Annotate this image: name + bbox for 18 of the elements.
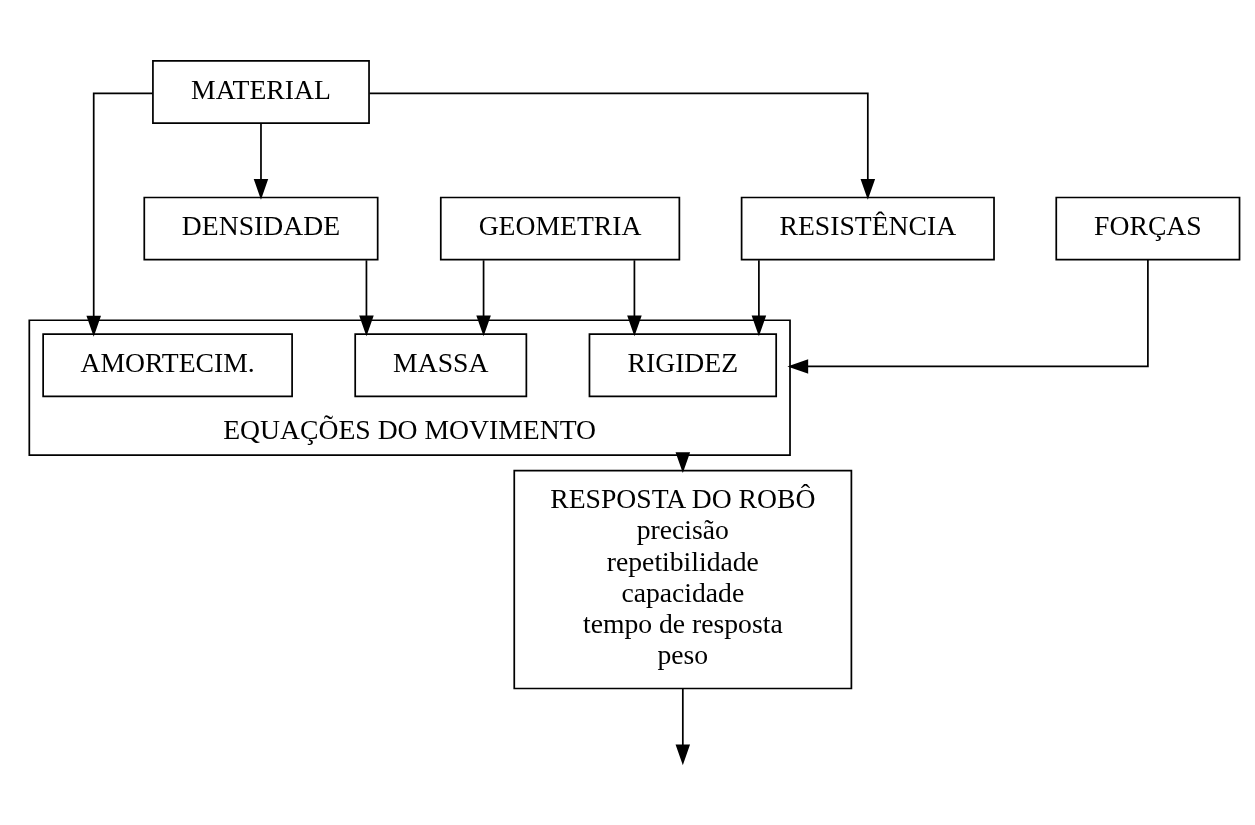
node-box: DENSIDADE	[143, 196, 379, 261]
node-box: FORÇAS	[1055, 196, 1241, 261]
arrow	[476, 259, 491, 337]
arrow	[751, 259, 767, 337]
node-box: RIGIDEZ	[588, 333, 778, 398]
arrow	[368, 92, 876, 200]
node-box: MASSA	[354, 333, 528, 398]
node-box: RESISTÊNCIA	[740, 196, 995, 261]
arrow	[253, 122, 269, 200]
node-box: AMORTECIM.	[42, 333, 293, 398]
node-box: GEOMETRIA	[439, 196, 681, 261]
arrow	[787, 259, 1149, 374]
arrow	[675, 687, 691, 766]
node-box: RESPOSTA DO ROBÔ precisão repetibilidade capacidade tempo de resposta peso	[513, 469, 853, 690]
arrow	[627, 259, 642, 337]
arrow	[359, 259, 374, 337]
arrow	[86, 92, 154, 337]
node-box: MATERIAL	[152, 60, 370, 125]
